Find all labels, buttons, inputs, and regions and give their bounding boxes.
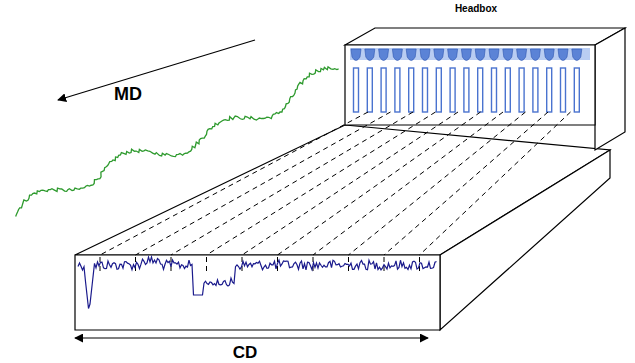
cd-arrow [75,337,428,338]
headbox-label: Headbox [455,4,497,14]
dashed-zone-lines [100,112,571,275]
headbox-top [345,28,625,45]
slab-side [440,150,610,330]
cd-label: CD [233,344,258,361]
cd-profile [78,257,437,309]
md-label: MD [114,85,142,103]
slab-front [75,255,440,330]
headbox-side [595,28,625,150]
md-arrow [58,40,255,100]
md-signal [16,67,339,217]
headbox-front [345,45,595,125]
nozzles [350,48,590,112]
